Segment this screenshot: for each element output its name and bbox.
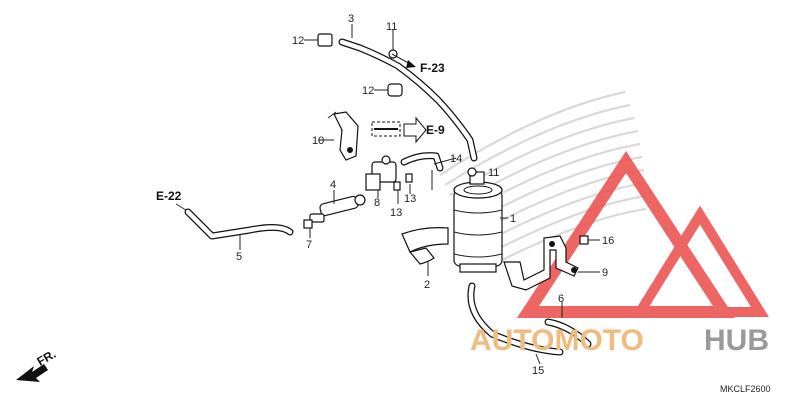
tube-6 [544, 318, 592, 348]
callout-11a: 11 [386, 21, 397, 33]
diagram-code: MKCLF2600 [720, 384, 771, 394]
callout-12b: 12 [362, 85, 374, 97]
bracket-part-10 [327, 111, 359, 161]
callout-14: 14 [450, 153, 462, 165]
tube-3 [338, 38, 478, 162]
watermark-text-accent: AUTOMOTO [470, 324, 644, 357]
callout-8: 8 [374, 197, 380, 209]
callout-13a: 13 [404, 193, 416, 205]
front-direction-arrow [16, 364, 48, 382]
solenoid-part-8 [365, 155, 397, 191]
tube-15 [467, 282, 564, 356]
triangle-logo-watermark [516, 151, 769, 318]
callout-6: 6 [558, 293, 564, 305]
bolt-13b [405, 173, 413, 183]
bolt-13a [393, 181, 401, 191]
callout-7: 7 [306, 239, 312, 251]
bracket [503, 235, 579, 291]
fitting-7 [303, 219, 313, 229]
callout-12a: 12 [292, 35, 304, 47]
ref-f23: F-23 [420, 61, 445, 75]
callout-2: 2 [424, 279, 430, 291]
bolt-dashed [371, 121, 401, 137]
tube-14 [400, 152, 444, 172]
canister [453, 171, 503, 273]
band-clamp [401, 227, 449, 265]
tube-5 [184, 208, 294, 240]
valve-part-4 [309, 194, 366, 223]
clip-12b [387, 83, 403, 97]
arrow-e9 [403, 116, 427, 144]
ref-e22: E-22 [156, 189, 182, 203]
clip-11b [467, 167, 477, 177]
front-marker-label: FR. [35, 347, 59, 369]
callout-1: 1 [510, 213, 516, 225]
clip-12a [317, 33, 333, 47]
callout-15: 15 [532, 365, 544, 377]
callout-5: 5 [236, 251, 242, 263]
callout-4: 4 [330, 179, 336, 191]
bolt-16 [579, 235, 589, 245]
leader-lines [175, 24, 600, 365]
callout-3: 3 [348, 13, 354, 25]
ref-e9: E-9 [426, 123, 445, 137]
callout-11b: 11 [488, 167, 499, 179]
callout-13b: 13 [390, 207, 402, 219]
callout-16: 16 [602, 235, 614, 247]
callout-9: 9 [602, 267, 608, 279]
watermark-text-gray: HUB [704, 324, 769, 357]
callout-10: 10 [312, 135, 324, 147]
arrow-f23 [391, 53, 416, 68]
